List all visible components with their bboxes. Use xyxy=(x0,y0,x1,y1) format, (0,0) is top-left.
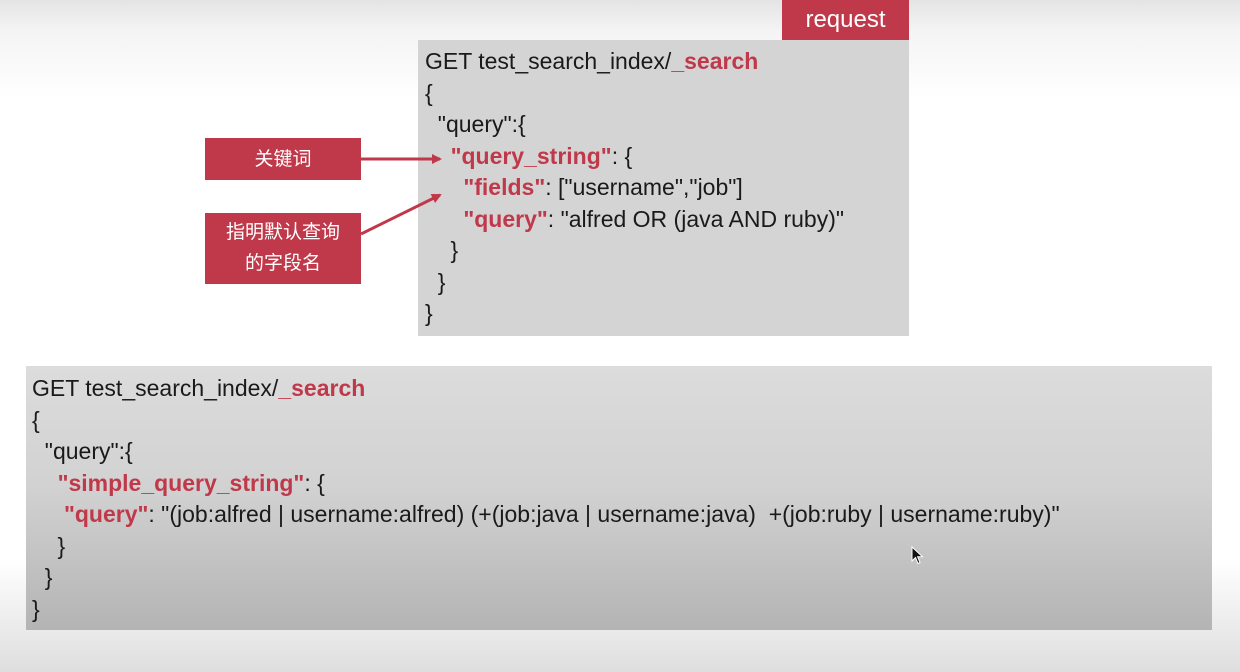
code-line: } xyxy=(425,300,433,326)
code-line: } xyxy=(425,268,446,295)
simple-query-string-code: GET test_search_index/_search { "query":… xyxy=(32,373,1060,625)
code-line: } xyxy=(425,237,459,263)
code-line-simple-query-string: "simple_query_string": { xyxy=(57,469,325,496)
code-line: } xyxy=(32,595,40,622)
code-line: } xyxy=(32,532,66,559)
code-line: "query":{ xyxy=(425,111,526,137)
query-string-code-panel: GET test_search_index/_search { "query":… xyxy=(418,40,909,336)
code-line: { xyxy=(32,406,40,433)
default-fields-annotation: 指明默认查询 的字段名 xyxy=(205,213,361,284)
code-line-fields: "fields": ["username","job"] xyxy=(463,174,743,200)
code-line-query-string: "query_string": { xyxy=(450,142,633,169)
keyword-annotation: 关键词 xyxy=(205,138,361,180)
code-line-query: "query": "(job:alfred | username:alfred)… xyxy=(63,501,1060,527)
code-line-request: GET test_search_index/_search xyxy=(32,375,366,401)
annotation-line: 的字段名 xyxy=(244,252,321,274)
code-line-request: GET test_search_index/_search xyxy=(425,48,759,74)
annotation-line: 指明默认查询 xyxy=(225,221,340,243)
code-line: "query":{ xyxy=(32,438,133,464)
simple-query-string-code-panel: GET test_search_index/_search { "query":… xyxy=(26,366,1212,630)
code-line: } xyxy=(32,564,53,590)
code-line-query: "query": "alfred OR (java AND ruby)" xyxy=(463,205,845,232)
mouse-cursor-icon xyxy=(911,546,924,565)
request-tab: request xyxy=(782,0,909,40)
code-line: { xyxy=(425,79,433,106)
query-string-code: GET test_search_index/_search { "query":… xyxy=(425,46,844,330)
